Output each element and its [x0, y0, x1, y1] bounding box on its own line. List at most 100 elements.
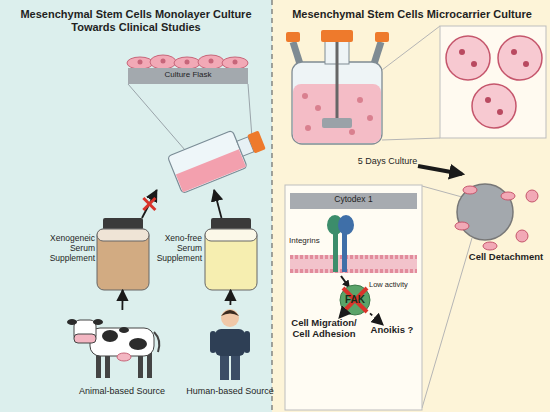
culture-flask	[167, 121, 269, 193]
human-icon-part	[221, 310, 239, 316]
microcarrier-zoom-part	[497, 109, 503, 115]
spinner-flask-part	[336, 42, 339, 122]
spinner-flask-part	[293, 42, 300, 64]
integrin-inset-part	[290, 193, 417, 209]
source-icon: Animal-based Source	[72, 310, 172, 380]
inset-panel: Cytodex 1FAKCell Migration/ Cell Adhesio…	[285, 185, 422, 410]
integrin-inset-part	[340, 285, 370, 315]
microcarrier-zoom-part	[382, 138, 440, 140]
monolayer-zoom-part	[222, 57, 248, 69]
cow-icon-part	[90, 328, 154, 356]
node-label: FAK	[340, 294, 370, 306]
monolayer-zoom-part	[127, 57, 153, 69]
human-icon	[210, 309, 250, 380]
culture-flask-part	[167, 130, 247, 193]
node-label: Xeno-free Serum Supplement	[147, 234, 202, 263]
cow-icon-part	[119, 327, 129, 333]
cow-icon	[67, 319, 159, 378]
serum-bottle: Xenogeneic Serum Supplement	[97, 218, 149, 290]
panel-backgrounds-part	[272, 0, 550, 412]
cow-icon-part	[129, 338, 147, 350]
xenogeneic-bottle	[97, 218, 149, 290]
human-icon-part	[210, 331, 216, 353]
monolayer-zoom-part	[209, 59, 214, 64]
cow-icon-part	[154, 332, 159, 352]
serum-bottle: Xeno-free Serum Supplement	[205, 218, 257, 290]
microcarrier-zoom-part	[523, 61, 529, 67]
integrin-inset-part	[290, 255, 417, 273]
spinner-flask-part	[286, 32, 300, 42]
monolayer-zoom-part	[233, 60, 238, 65]
fak-protein: FAK	[340, 285, 370, 315]
panel-backgrounds-part	[0, 0, 272, 412]
flow-arrow	[339, 315, 342, 318]
integrin-inset-part	[285, 185, 422, 410]
spinner-flask-part	[315, 105, 321, 111]
spinner-flask-part	[374, 42, 381, 64]
spinner-flask-part	[321, 30, 353, 42]
integrin-inset-part	[290, 255, 417, 259]
culture-flask-part	[176, 149, 246, 192]
node-label: Anoikis ?	[367, 325, 417, 336]
human-icon-part	[221, 309, 239, 327]
cow-icon-part	[93, 319, 103, 325]
human-icon-part	[244, 331, 250, 353]
detached-microcarrier-part	[422, 186, 462, 197]
spinner-flask-part	[302, 93, 308, 99]
node-label: Culture Flask	[128, 70, 248, 79]
microcarrier-zoom	[382, 26, 546, 140]
rejection-cross-stroke	[143, 198, 155, 210]
detached-microcarrier	[422, 184, 538, 408]
culture-flask-part	[247, 130, 266, 153]
panel-title: Mesenchymal Stem Cells Monolayer Culture…	[5, 8, 267, 33]
flow-arrow	[121, 290, 123, 310]
microcarrier-zoom-part	[472, 84, 516, 128]
human-icon-part	[231, 354, 240, 380]
detached-microcarrier-part	[455, 222, 469, 230]
annotation-label: Low activity	[369, 281, 421, 290]
spinner-flask	[286, 30, 389, 144]
node-label: Human-based Source	[175, 386, 285, 396]
detached-microcarrier-part	[501, 192, 515, 200]
xenogeneic-bottle-part	[97, 229, 149, 241]
integrin-inset-part	[338, 215, 354, 235]
source-icon: Human-based Source	[195, 305, 265, 380]
monolayer-zoom-part	[128, 68, 248, 84]
cow-icon-part	[74, 334, 96, 343]
node-label: Xenogeneic Serum Supplement	[45, 234, 95, 263]
xenogeneic-bottle-part	[103, 218, 143, 230]
monolayer-zoom-part	[138, 60, 143, 65]
culture-arrow	[418, 166, 462, 174]
spinner-flask-part	[367, 115, 373, 121]
cow-icon-part	[102, 330, 118, 342]
annotation-label: 5 Days Culture	[350, 156, 425, 166]
rejection-cross-stroke	[143, 198, 155, 210]
flow-arrow	[230, 290, 232, 305]
microcarrier-zoom-part	[382, 26, 440, 70]
annotation-label: Integrins	[289, 236, 331, 245]
integrin-inset-part	[290, 269, 417, 273]
detached-microcarrier-part	[516, 230, 528, 242]
microcarrier-zoom-part	[446, 36, 490, 80]
monolayer-zoom-part	[248, 84, 252, 138]
node-label: Cell Detachment	[462, 252, 550, 263]
detached-microcarrier-part	[483, 242, 497, 250]
microcarrier-zoom-part	[498, 36, 542, 80]
monolayer-zoom-part	[150, 55, 176, 69]
monolayer-zoom-part	[198, 55, 224, 69]
xeno-free-bottle-part	[205, 229, 257, 241]
cow-icon-part	[67, 319, 77, 325]
xeno-free-bottle	[205, 218, 257, 290]
spinner-flask-part	[375, 32, 389, 42]
monolayer-zoom-part	[174, 57, 200, 69]
microcarrier-zoom-part	[459, 49, 465, 55]
node-label: Animal-based Source	[67, 386, 177, 396]
flow-arrow	[370, 313, 383, 325]
monolayer-zoom-part	[161, 59, 166, 64]
spinner-flask-part	[349, 129, 355, 135]
